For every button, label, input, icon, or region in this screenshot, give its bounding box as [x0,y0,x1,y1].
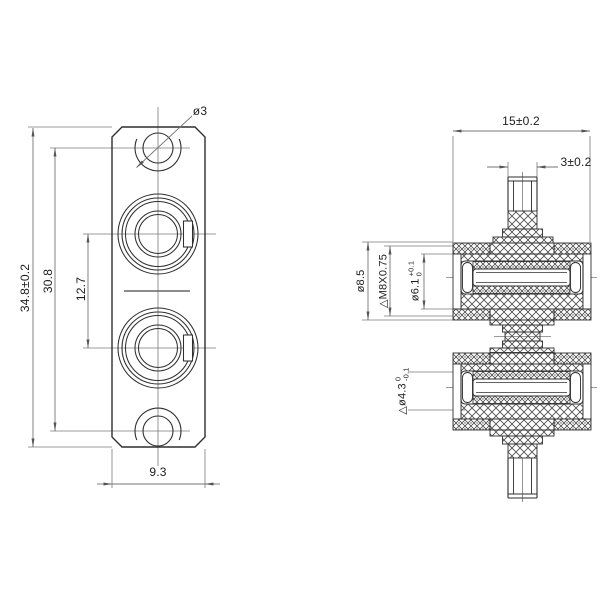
dim-bore-dia: ø6.1 +0.1 0 [406,260,424,302]
dim-bore-tolerance: +0.1 0 [406,260,424,277]
dim-thread-spec: △M8X0.75 [377,253,390,309]
dim-body-outer-dia: ø8.5 [355,269,367,293]
dim-bore-value: ø6.1 [409,278,421,302]
dim-port-spacing: 12.7 [74,276,88,302]
upper-port-section [452,242,592,321]
dim-front-width: 9.3 [149,465,167,479]
dim-side-width: 15±0.2 [502,114,540,128]
dim-tube-width: 3±0.2 [560,155,592,169]
dim-ferrule-tolerance: 0 -0.1 [393,367,411,382]
lower-port-section [452,352,592,431]
dim-mount-hole-dia: ø3 [192,104,208,118]
dim-overall-height: 34.8±0.2 [18,263,32,313]
dim-ferrule-dia: △ø4.3 0 -0.1 [393,367,411,415]
dim-mount-hole-spacing: 30.8 [41,268,55,294]
side-section-view [362,129,597,502]
front-view [28,107,220,488]
dim-ferrule-value: △ø4.3 [396,383,409,415]
